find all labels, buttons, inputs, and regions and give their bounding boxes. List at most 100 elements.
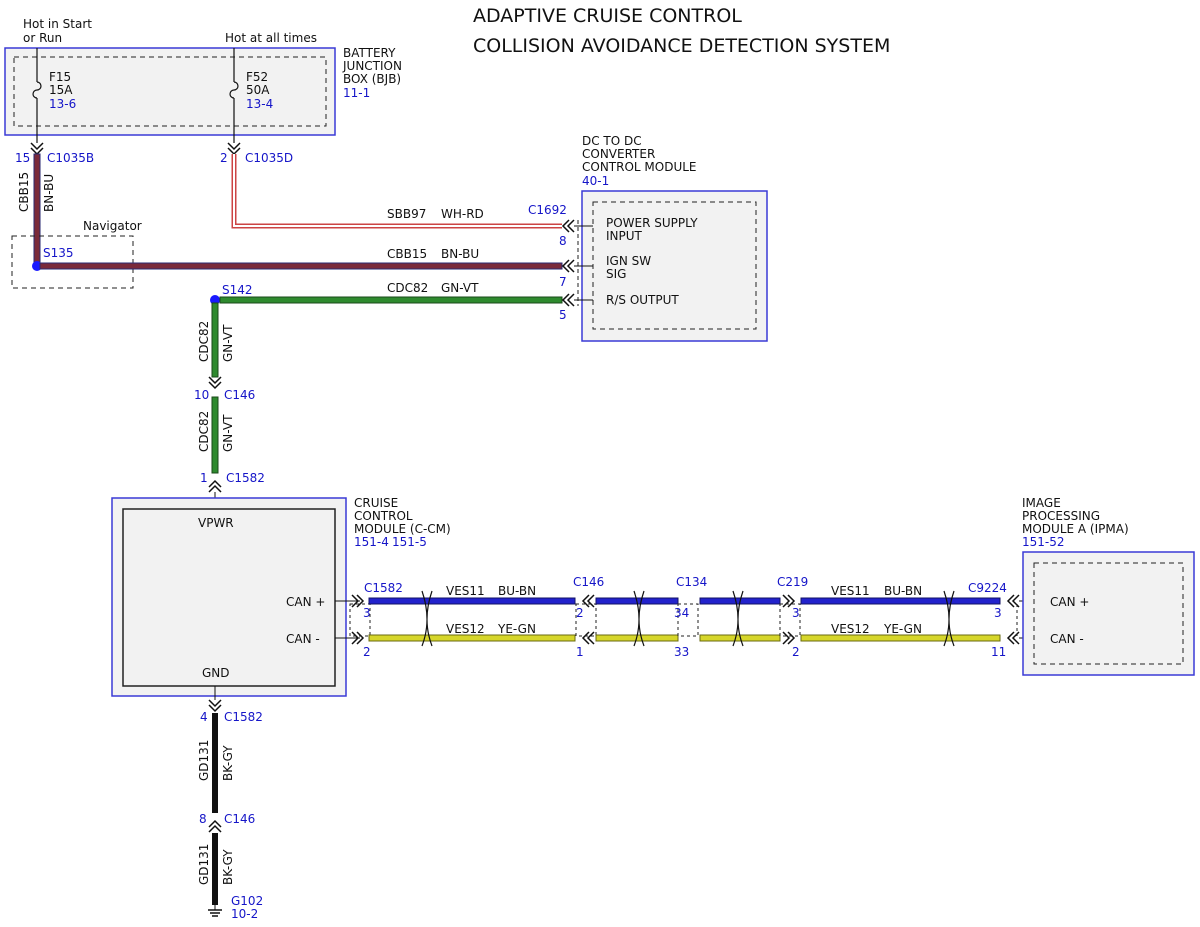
ves12-seg1-color: YE-GN: [497, 622, 536, 636]
fuse1-ref: 13-6: [49, 97, 76, 111]
c219-can-label: C219: [777, 575, 808, 589]
dcdc-ref: 40-1: [582, 174, 609, 188]
gd131-upper-code: GD131: [197, 740, 211, 781]
navigator-dashed-box: [11, 235, 134, 289]
fuse2-rating: 50A: [246, 83, 270, 97]
c146-can-dashed: [575, 603, 597, 637]
cdc82-vertical-wire-lower: [211, 396, 219, 474]
c9224-can-minus-connector-icon: [1006, 631, 1020, 645]
c1582-can-minus-pin: 2: [363, 645, 371, 659]
fuse2-icon: [229, 81, 239, 99]
dcdc-box: [581, 190, 768, 342]
gd131-lower-code: GD131: [197, 844, 211, 885]
c146-gnd-connector-icon: [208, 819, 222, 833]
fuse2-ref: 13-4: [246, 97, 273, 111]
c1582-can-plus-connector-icon: [351, 594, 365, 608]
ipma-can-minus: CAN -: [1050, 632, 1084, 646]
ccm-can-minus: CAN -: [286, 632, 320, 646]
c146-top-pin: 10: [194, 388, 209, 402]
c1582-top-pin: 1: [200, 471, 208, 485]
gd131-lower-wire: [212, 833, 218, 905]
bjb-hot-always: Hot at all times: [225, 31, 317, 45]
c146-can-plus-connector-icon: [581, 594, 595, 608]
cbb15-horizontal-wire: [39, 262, 563, 270]
sbb97-color: WH-RD: [441, 207, 484, 221]
dcdc-input1-line2: INPUT: [606, 229, 643, 243]
cbb15-horizontal-code: CBB15: [387, 247, 427, 261]
c134-can-label: C134: [676, 575, 707, 589]
ipma-box: [1022, 551, 1195, 676]
c134-can-plus-pin: 34: [674, 606, 689, 620]
c1582-can-dashed: [349, 603, 371, 637]
bjb-hot-run-1: Hot in Start: [23, 17, 92, 31]
c134-can-dashed: [677, 603, 699, 637]
bjb-hot-run-2: or Run: [23, 31, 62, 45]
c1582-can-minus-connector-icon: [351, 631, 365, 645]
bjb-name-1: BATTERY: [343, 46, 396, 60]
ves12-seg1-code: VES12: [446, 622, 485, 636]
cdc82-horizontal-code: CDC82: [387, 281, 428, 295]
g102-ref: 10-2: [231, 907, 258, 921]
ccm-inner: [122, 508, 336, 687]
ccm-gnd: GND: [202, 666, 230, 680]
cdc82-lower-code: CDC82: [197, 411, 211, 452]
c1035b-connector-icon: [30, 142, 44, 156]
s135-label: S135: [43, 246, 74, 260]
s142-label: S142: [222, 283, 253, 297]
dcdc-pin7-connector-icon: [561, 259, 575, 273]
c1582-top-label: C1582: [226, 471, 265, 485]
c146-gnd-pin: 8: [199, 812, 207, 826]
ipma-ref: 151-52: [1022, 535, 1065, 549]
ipma-name-1: IMAGE: [1022, 496, 1061, 510]
ipma-name-3: MODULE A (IPMA): [1022, 522, 1129, 536]
diagram-title-line2: COLLISION AVOIDANCE DETECTION SYSTEM: [473, 35, 890, 57]
bjb-name-3: BOX (BJB): [343, 72, 401, 86]
c1582-can-plus-pin: 3: [363, 606, 371, 620]
c1035d-label: C1035D: [245, 151, 293, 165]
twisted-pair-icon-3: [732, 590, 744, 647]
c1582-gnd-connector-icon: [208, 699, 222, 713]
dcdc-pin7: 7: [559, 275, 567, 289]
ccm-ref1: 151-4: [354, 535, 389, 549]
c146-can-plus-pin: 2: [576, 606, 584, 620]
c1035b-pin: 15: [15, 151, 30, 165]
cdc82-upper-color: GN-VT: [221, 324, 235, 362]
ccm-name-2: CONTROL: [354, 509, 413, 523]
c1582-gnd-pin: 4: [200, 710, 208, 724]
ipma-name-2: PROCESSING: [1022, 509, 1100, 523]
ves11-seg1-color: BU-BN: [498, 584, 536, 598]
ves11-seg4-code: VES11: [831, 584, 870, 598]
dcdc-input1-line1: POWER SUPPLY: [606, 216, 698, 230]
twisted-pair-icon-1: [421, 590, 433, 647]
ccm-name-3: MODULE (C-CM): [354, 522, 451, 536]
fuse1-rating: 15A: [49, 83, 73, 97]
c1582-can-label: C1582: [364, 581, 403, 595]
ves11-segment4: [800, 597, 1001, 605]
sbb97-wire-core: [233, 154, 562, 227]
dcdc-pin5: 5: [559, 308, 567, 322]
dcdc-input2-line1: IGN SW: [606, 254, 651, 268]
bjb-ref: 11-1: [343, 86, 370, 100]
cbb15-vertical-wire: [33, 153, 41, 267]
ipma-can-plus: CAN +: [1050, 595, 1089, 609]
ves12-segment4: [800, 634, 1001, 642]
c146-can-minus-pin: 1: [576, 645, 584, 659]
ves11-seg1-code: VES11: [446, 584, 485, 598]
dcdc-input3: R/S OUTPUT: [606, 293, 679, 307]
c1035d-connector-icon: [227, 142, 241, 156]
ves11-seg4-color: BU-BN: [884, 584, 922, 598]
twisted-pair-icon-4: [943, 590, 955, 647]
c9224-can-label: C9224: [968, 581, 1007, 595]
c1582-top-connector-icon: [208, 479, 222, 493]
twisted-pair-icon-2: [633, 590, 645, 647]
c146-top-label: C146: [224, 388, 255, 402]
c9224-can-plus-pin: 3: [994, 606, 1002, 620]
c1035b-label: C1035B: [47, 151, 94, 165]
ccm-can-plus: CAN +: [286, 595, 325, 609]
c134-can-minus-pin: 33: [674, 645, 689, 659]
ves12-seg4-code: VES12: [831, 622, 870, 636]
cdc82-upper-code: CDC82: [197, 321, 211, 362]
dcdc-pin8: 8: [559, 234, 567, 248]
ves12-segment1: [368, 634, 576, 642]
dcdc-name-3: CONTROL MODULE: [582, 160, 697, 174]
